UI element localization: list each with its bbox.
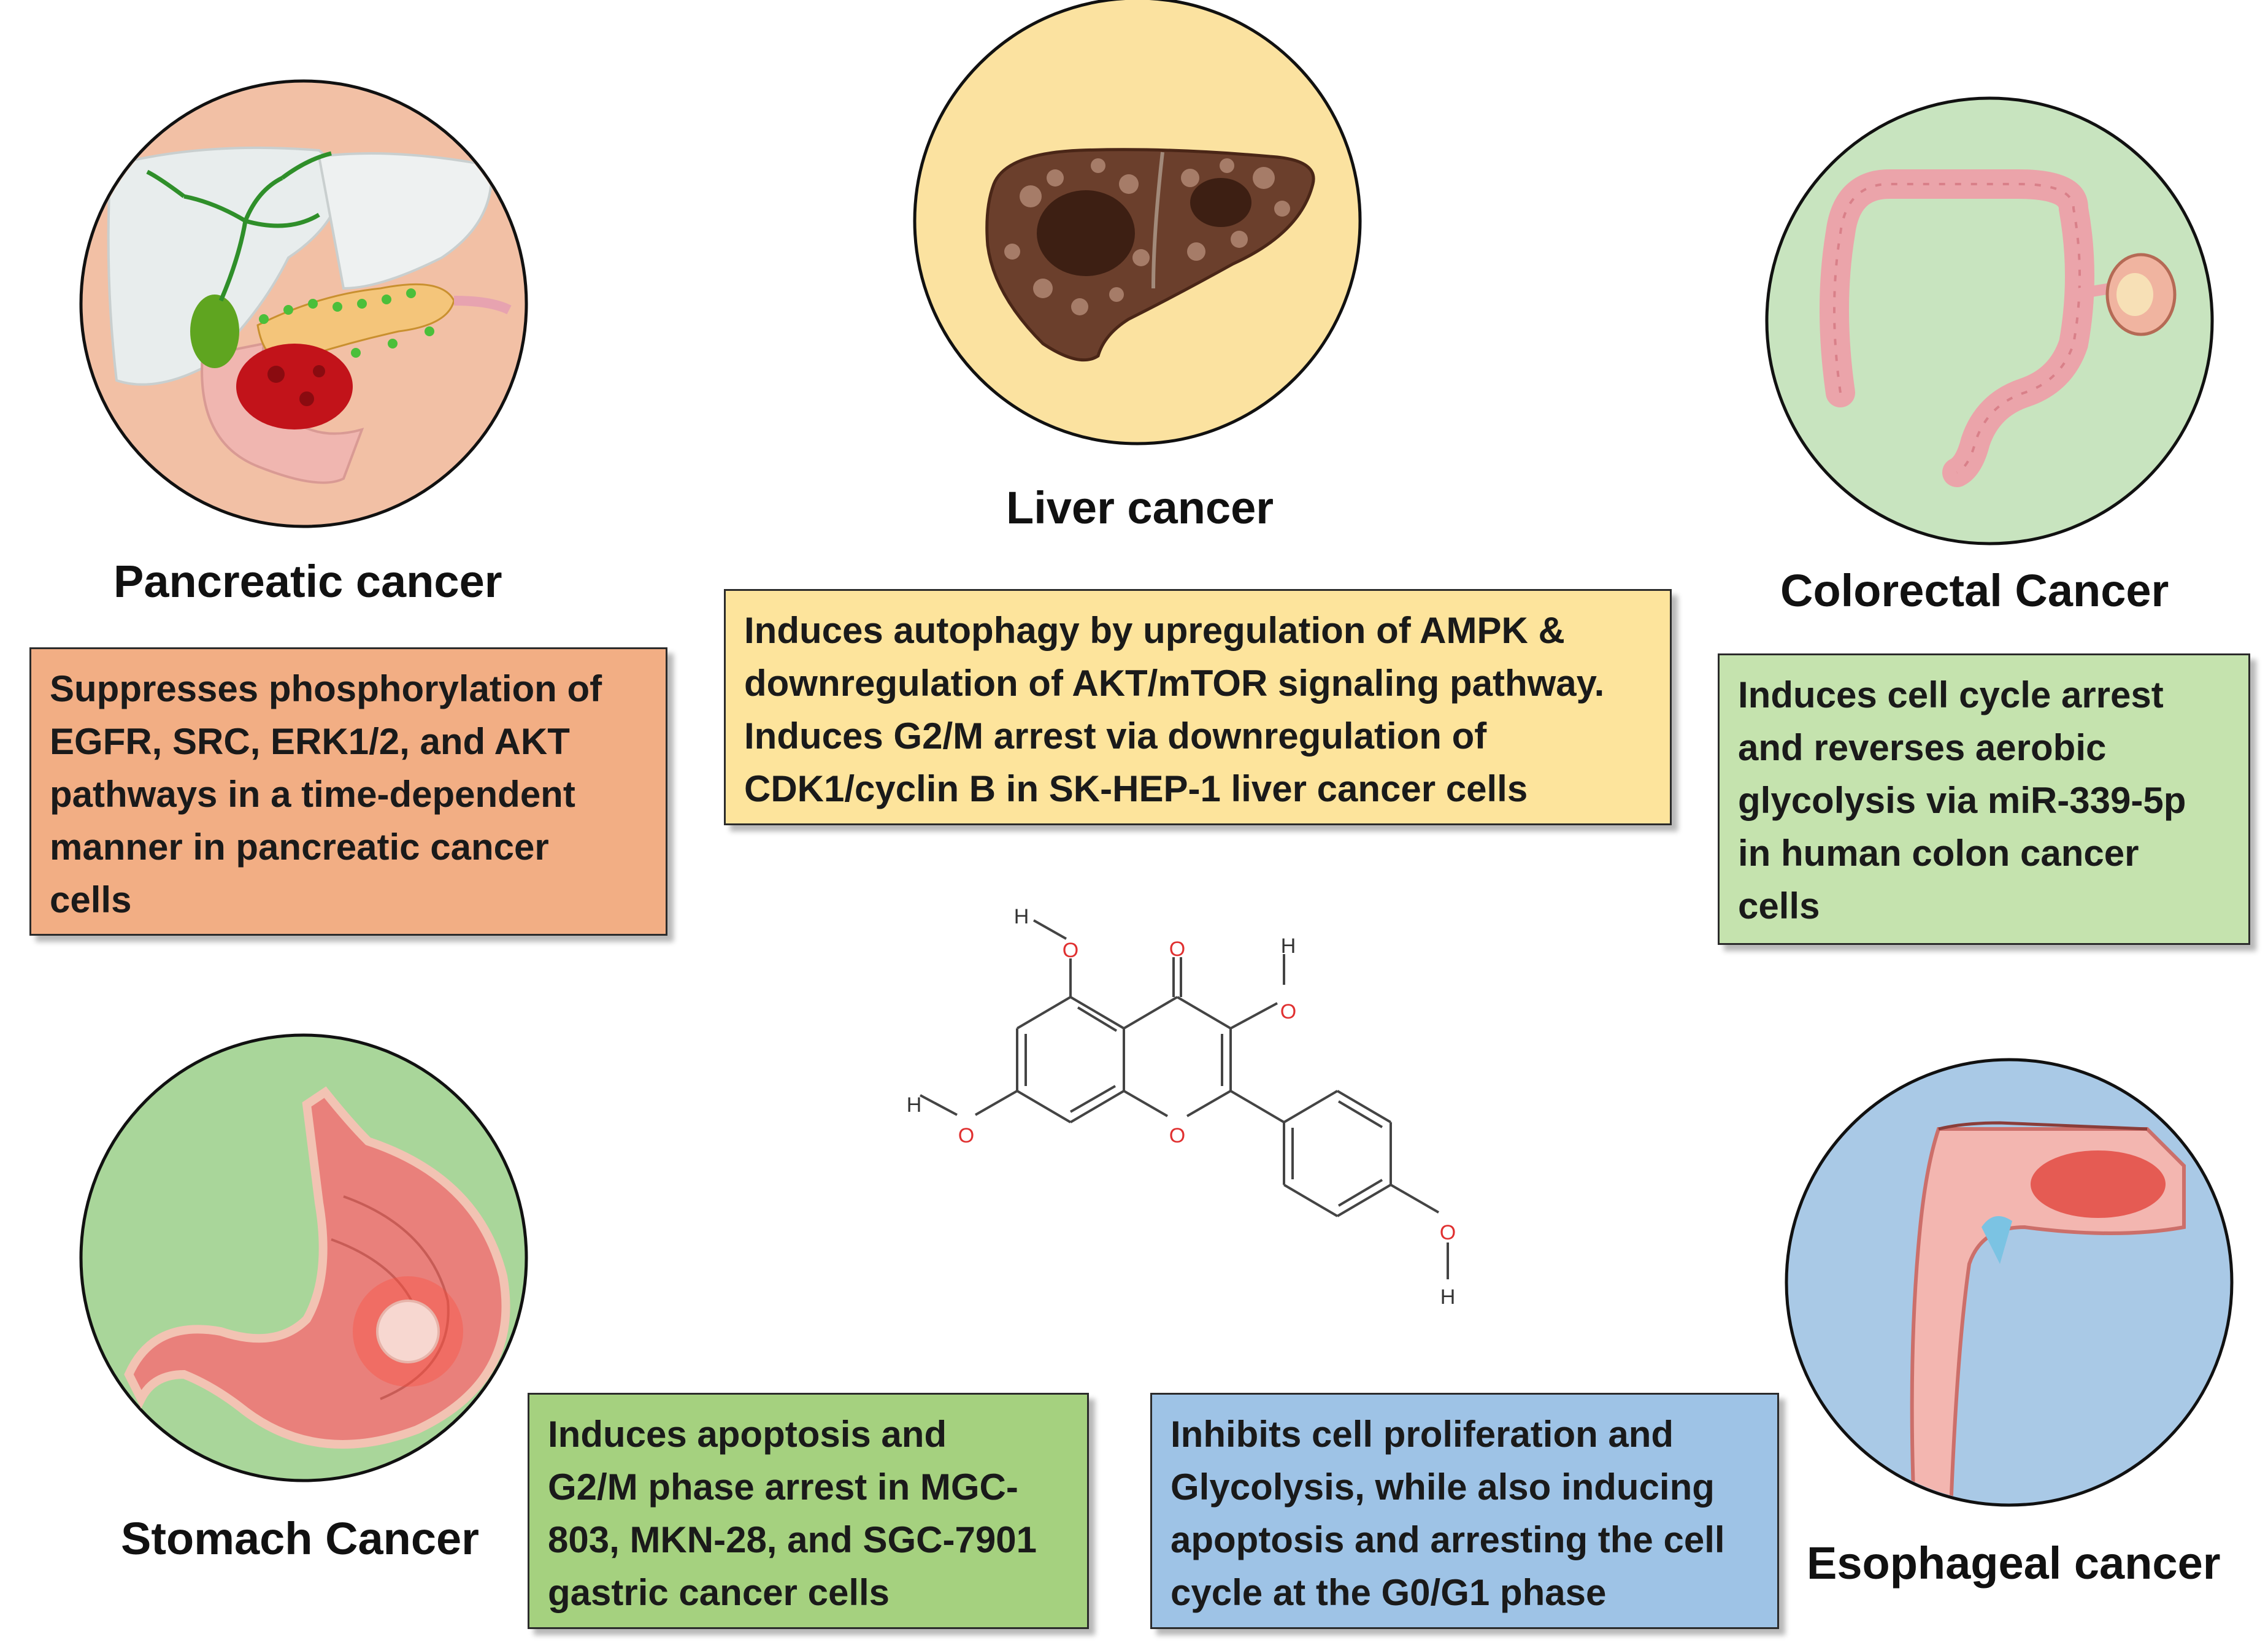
box-line: cells [1738, 885, 1820, 927]
box-line: pathways in a time-dependent [50, 774, 575, 815]
label-liver-cancer: Liver cancer [1006, 482, 1274, 533]
atom-H-4prime: H [1440, 1285, 1456, 1309]
label-esophageal-cancer: Esophageal cancer [1807, 1538, 2221, 1589]
box-pancreatic: Suppresses phosphorylation of EGFR, SRC,… [29, 647, 667, 936]
box-line: EGFR, SRC, ERK1/2, and AKT [50, 721, 570, 762]
label-pancreatic-cancer: Pancreatic cancer [113, 556, 502, 607]
box-line: Induces cell cycle arrest [1738, 674, 2164, 715]
box-line: G2/M phase arrest in MGC- [548, 1466, 1018, 1508]
label-colorectal-cancer: Colorectal Cancer [1780, 565, 2169, 616]
box-liver: Induces autophagy by upregulation of AMP… [724, 589, 1672, 825]
colon-circle [1765, 96, 2214, 545]
atom-O-5: O [1063, 939, 1078, 962]
box-stomach: Induces apoptosis and G2/M phase arrest … [528, 1393, 1089, 1629]
box-line: Induces autophagy by upregulation of AMP… [744, 610, 1565, 651]
box-line: cycle at the G0/G1 phase [1171, 1572, 1607, 1613]
box-line: apoptosis and arresting the cell [1171, 1519, 1725, 1560]
atom-H-3: H [1281, 934, 1296, 958]
molecule-atom-labels: O O H O H O O H O H [907, 905, 1456, 1309]
box-line: manner in pancreatic cancer [50, 826, 549, 868]
box-line: Induces apoptosis and [548, 1414, 947, 1455]
box-line: downregulation of AKT/mTOR signaling pat… [744, 663, 1605, 704]
box-line: cells [50, 879, 132, 920]
liver-illustration [913, 0, 1362, 445]
box-esophageal: Inhibits cell proliferation and Glycolys… [1150, 1393, 1779, 1629]
box-line: Inhibits cell proliferation and [1171, 1414, 1674, 1455]
box-colorectal: Induces cell cycle arrest and reverses a… [1718, 653, 2250, 945]
box-line: glycolysis via miR-339-5p [1738, 780, 2186, 821]
esophagus-circle [1785, 1058, 2234, 1507]
box-line: and reverses aerobic [1738, 727, 2107, 768]
atom-O-7: O [958, 1124, 974, 1147]
atom-H-5: H [1014, 905, 1029, 928]
label-stomach-cancer: Stomach Cancer [121, 1513, 479, 1564]
box-line: CDK1/cyclin B in SK-HEP-1 liver cancer c… [744, 768, 1528, 809]
esophagus-illustration [1785, 1058, 2234, 1507]
atom-O-carbonyl: O [1169, 938, 1185, 961]
stomach-illustration [79, 1033, 528, 1482]
box-line: 803, MKN-28, and SGC-7901 [548, 1519, 1037, 1560]
atom-O-4prime: O [1440, 1221, 1456, 1244]
atom-H-7: H [907, 1093, 922, 1117]
box-line: Suppresses phosphorylation of [50, 668, 602, 709]
colon-illustration [1765, 96, 2214, 545]
box-line: in human colon cancer [1738, 833, 2139, 874]
atom-O-3: O [1280, 1000, 1296, 1023]
kaempferol-molecule [920, 919, 1449, 1279]
atom-O-ring: O [1169, 1124, 1185, 1147]
box-line: Glycolysis, while also inducing [1171, 1466, 1715, 1508]
pancreas-illustration [79, 79, 528, 528]
box-line: gastric cancer cells [548, 1572, 890, 1613]
box-line: Induces G2/M arrest via downregulation o… [744, 715, 1487, 757]
